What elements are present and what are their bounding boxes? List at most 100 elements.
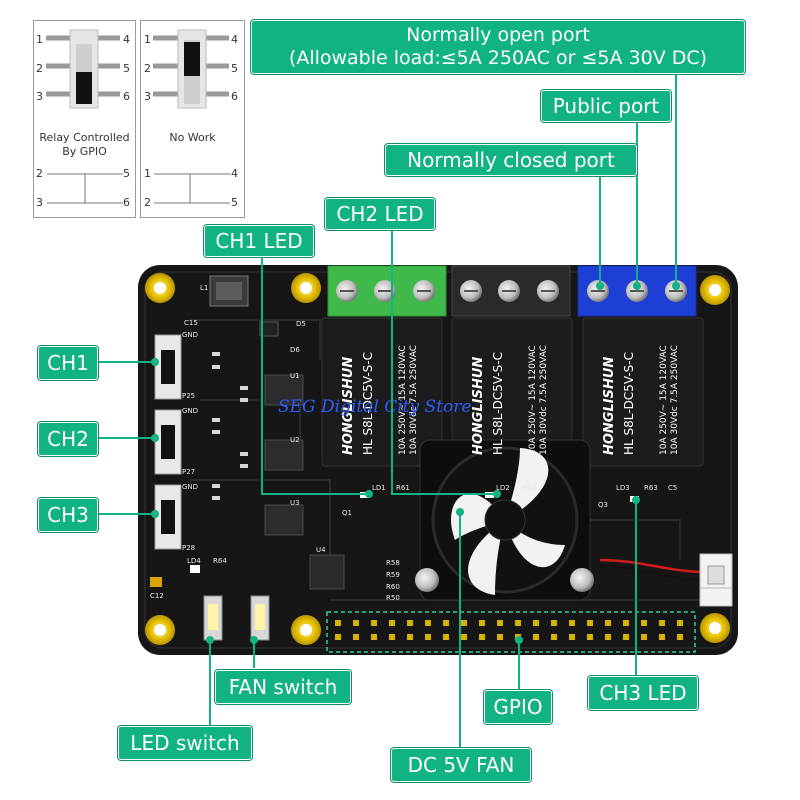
silk-label: R50 <box>386 594 400 602</box>
pcb-traces <box>190 319 700 601</box>
mounting-holes <box>145 273 730 645</box>
gpio-pin <box>551 634 557 640</box>
callout-line1: Normally open port <box>406 24 590 46</box>
gpio-pin <box>515 620 521 626</box>
silk-label: U4 <box>316 546 326 554</box>
gpio-pin <box>407 620 413 626</box>
silk-label: R63 <box>644 484 658 492</box>
gpio-pin <box>677 620 683 626</box>
silk-label: LD1 <box>372 484 386 492</box>
pin-label: 1 <box>144 33 151 46</box>
relay-rating: 10A 250V~ 15A 120VAC <box>398 345 408 455</box>
callout-ch1-led: CH1 LED <box>204 225 314 257</box>
pcb-body <box>138 265 738 655</box>
gpio-header <box>326 611 696 653</box>
gpio-pin <box>461 634 467 640</box>
silkscreen: L1 C15 D5 D6 U1 U2 U3 U4 LD1 R61 LD2 R62… <box>150 284 677 602</box>
panel-caption: Relay Controlled By GPIO <box>34 131 135 159</box>
silk-label: Q3 <box>598 501 608 509</box>
watermark: SEG Digital City Store <box>278 397 471 417</box>
silk-label: P25 <box>182 392 195 400</box>
pin-label: 4 <box>231 167 238 180</box>
silk-label: GND <box>182 407 198 415</box>
gpio-pin <box>443 620 449 626</box>
gpio-pin <box>335 620 341 626</box>
gpio-pin <box>623 634 629 640</box>
silk-label: C12 <box>150 592 164 600</box>
pin-label: 5 <box>123 167 130 180</box>
pin-label: 4 <box>123 33 130 46</box>
callout-ch2: CH2 <box>38 422 98 456</box>
pin-label: 2 <box>144 62 151 75</box>
pcb-board <box>138 265 738 655</box>
bottom-switches <box>203 595 270 641</box>
pin-label: 1 <box>144 167 151 180</box>
relay-brand: HONGLISHUN <box>341 357 356 455</box>
terminal-block-middle <box>451 265 571 317</box>
pin-label: 5 <box>231 62 238 75</box>
panel-caption-line2: By GPIO <box>62 145 107 158</box>
silk-label: D5 <box>296 320 306 328</box>
callout-normally-closed-port: Normally closed port <box>385 144 637 176</box>
pin-label: 6 <box>123 90 130 103</box>
pin-label: 2 <box>36 62 43 75</box>
gpio-pin <box>335 634 341 640</box>
silk-label: C5 <box>668 484 677 492</box>
gpio-pin <box>425 634 431 640</box>
gpio-pin <box>353 620 359 626</box>
pin-label: 3 <box>144 90 151 103</box>
panel-caption-line1: Relay Controlled <box>39 131 130 144</box>
relay-rating: 10A 30Vdc 7.5A 250VAC <box>670 345 680 455</box>
fan-connector <box>599 553 733 607</box>
ic-u4 <box>309 554 345 590</box>
gpio-pin <box>443 634 449 640</box>
pin-label: 3 <box>36 196 43 209</box>
pin-label: 6 <box>123 196 130 209</box>
panel-caption: No Work <box>141 131 244 145</box>
led-indicators <box>150 492 639 587</box>
switch-panel-no-work: 1 2 3 4 5 6 No Work 1 4 2 5 <box>140 20 245 218</box>
silk-label: U1 <box>290 372 300 380</box>
callout-dc-5v-fan: DC 5V FAN <box>391 748 531 782</box>
gpio-pin <box>605 634 611 640</box>
relay-rating: 10A 30Vdc 7.5A 250VAC <box>539 345 549 455</box>
relay-rating: 10A 250V~ 15A 120VAC <box>528 345 538 455</box>
silk-label: P28 <box>182 544 195 552</box>
pin-label: 1 <box>36 33 43 46</box>
gpio-pin <box>641 620 647 626</box>
silk-label: P27 <box>182 468 195 476</box>
relay-model: HL S8L-DC5V-S-C <box>361 352 375 455</box>
inductor-l1 <box>209 275 249 307</box>
gpio-pin <box>461 620 467 626</box>
callout-ch3-led: CH3 LED <box>588 676 698 710</box>
channel-switches <box>154 334 182 550</box>
callout-fan-switch: FAN switch <box>215 670 351 704</box>
gpio-pin <box>497 620 503 626</box>
callout-ch2-led: CH2 LED <box>325 198 435 230</box>
silk-label: LD3 <box>616 484 630 492</box>
pin-label: 6 <box>231 90 238 103</box>
gpio-pin <box>479 620 485 626</box>
pin-label: 2 <box>36 167 43 180</box>
silk-label: L1 <box>200 284 208 292</box>
silk-label: U2 <box>290 436 300 444</box>
gpio-pin <box>533 634 539 640</box>
relays <box>321 317 704 467</box>
terminal-block-normally-closed <box>327 265 447 317</box>
gpio-pin <box>425 620 431 626</box>
callout-line2: (Allowable load:≤5A 250AC or ≤5A 30V DC) <box>288 47 708 69</box>
gpio-pin <box>623 620 629 626</box>
pin-label: 4 <box>231 33 238 46</box>
silk-label: D6 <box>290 346 300 354</box>
relay-rating: 10A 250V~ 15A 120VAC <box>659 345 669 455</box>
silk-label: R61 <box>396 484 410 492</box>
pin-label: 3 <box>36 90 43 103</box>
relay-labels: HONGLISHUN HL S8L-DC5V-S-C 10A 250V~ 15A… <box>341 345 680 455</box>
gpio-pin <box>479 634 485 640</box>
gpio-pin <box>515 634 521 640</box>
gpio-pin <box>605 620 611 626</box>
gpio-pin <box>371 620 377 626</box>
gpio-pin <box>587 634 593 640</box>
pin-label: 5 <box>123 62 130 75</box>
driver-ics <box>259 321 345 590</box>
